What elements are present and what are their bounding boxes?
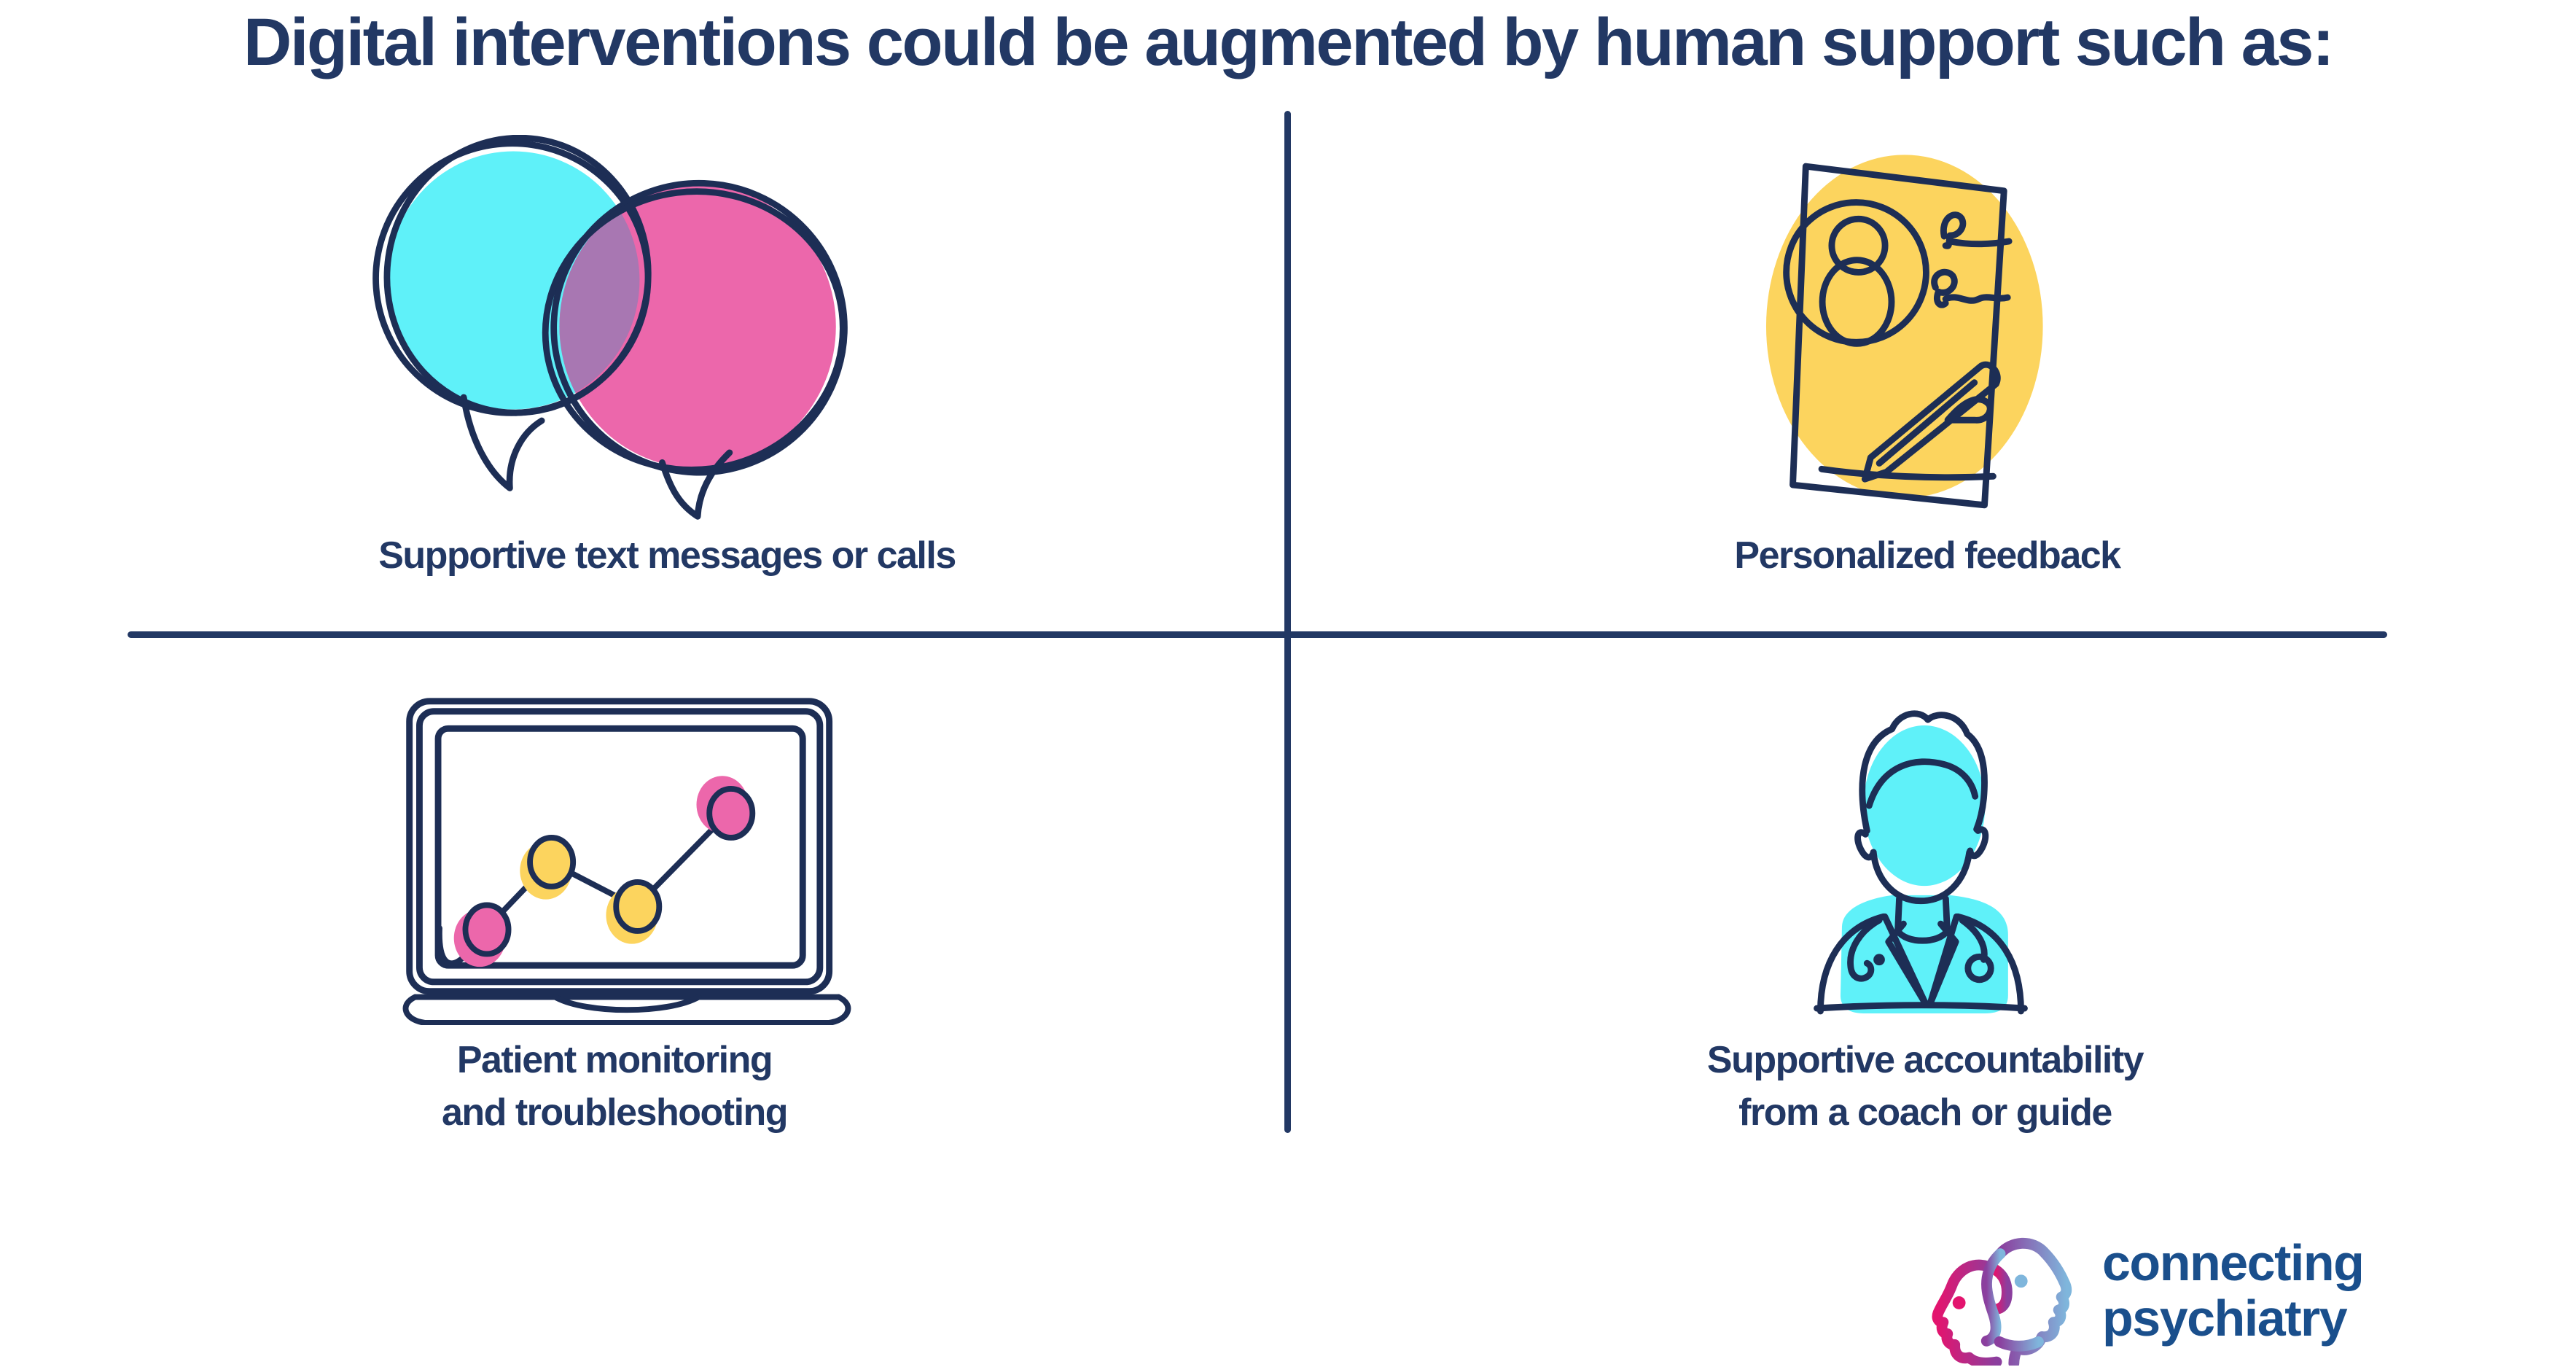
label-supportive-accountability-line2: from a coach or guide: [1738, 1091, 2112, 1134]
label-personalized-feedback: Personalized feedback: [1734, 534, 2121, 577]
page-title: Digital interventions could be augmented…: [243, 5, 2335, 79]
label-supportive-accountability-line1: Supportive accountability: [1706, 1039, 2144, 1081]
label-patient-monitoring-line2: and troubleshooting: [441, 1091, 789, 1134]
laptop-chart-icon: [402, 698, 851, 1025]
label-supportive-accountability: Supportive accountability from a coach o…: [1488, 1034, 2362, 1139]
chat-bubbles-icon: [372, 135, 848, 520]
horizontal-divider: [128, 631, 2387, 638]
coach-person-icon: [1814, 710, 2028, 1015]
label-text-messages: Supportive text messages or calls: [378, 534, 956, 577]
vertical-divider: [1284, 111, 1291, 1133]
label-patient-monitoring: Patient monitoring and troubleshooting: [177, 1034, 1052, 1139]
feedback-document-icon: [1765, 155, 2043, 509]
logo-wordmark-line1: connecting: [2102, 1234, 2365, 1291]
logo-wordmark: connecting psychiatry: [2102, 1234, 2365, 1347]
label-patient-monitoring-line1: Patient monitoring: [456, 1039, 773, 1081]
logo-two-heads-icon: [1932, 1237, 2072, 1366]
brand-logo: connecting psychiatry: [1930, 1232, 2513, 1367]
logo-wordmark-line2: psychiatry: [2102, 1290, 2348, 1347]
